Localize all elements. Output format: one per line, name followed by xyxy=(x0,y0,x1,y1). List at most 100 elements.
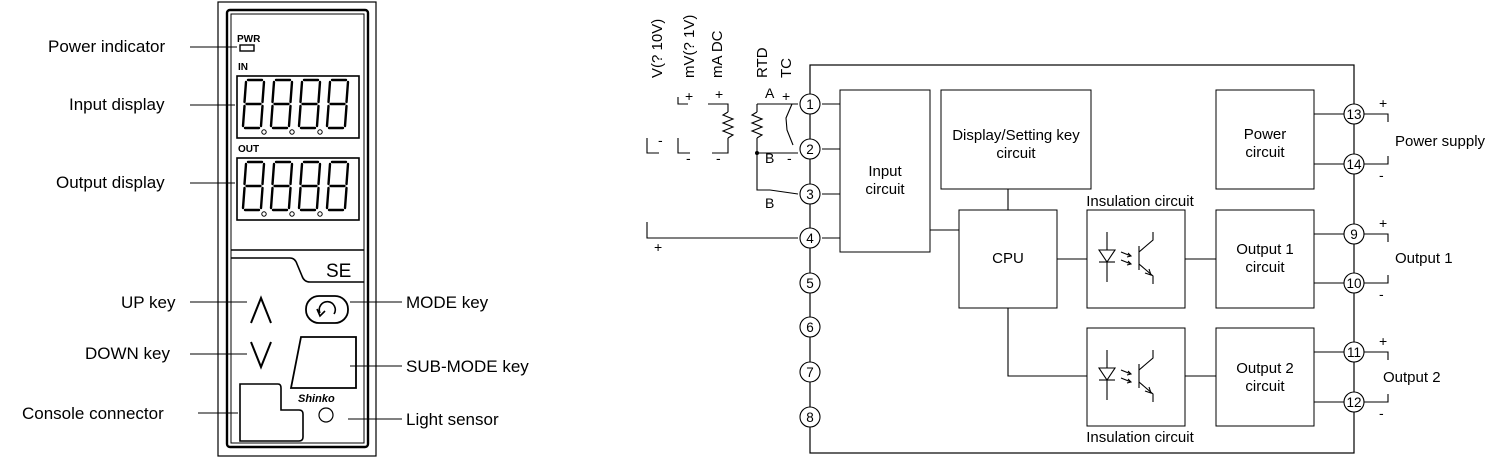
output1-plus: + xyxy=(1379,215,1387,231)
terminal-6-circle xyxy=(799,316,821,338)
opto1-transistor-emitter xyxy=(1138,263,1154,284)
light-sensor xyxy=(318,407,334,423)
input-type-milliamp: mA DC xyxy=(709,30,726,78)
terminal-5-number: 5 xyxy=(806,276,814,291)
output1-bracket xyxy=(1364,233,1389,284)
input-display-decimal-point-3 xyxy=(317,129,323,135)
voltage-minus-sign: - xyxy=(658,132,663,148)
input-circuit-block xyxy=(839,89,931,253)
terminal-to-input-lines xyxy=(822,103,840,239)
output-display-digit-2-segment-3 xyxy=(287,186,292,210)
output-display-digit-4-segment-6 xyxy=(327,162,332,186)
output-display-digit-1-segment-5 xyxy=(241,186,246,210)
input-display-digit-4-segment-5 xyxy=(325,104,330,128)
milliamp-minus-sign: - xyxy=(716,150,721,166)
insulation-label-bottom: Insulation circuit xyxy=(1086,429,1194,446)
thermocouple-plus-sign: + xyxy=(782,88,790,104)
display-circuit-line-2: circuit xyxy=(996,145,1036,162)
block-diagram: V(? 10V) mV(? 1V) mA DC RTD TC 12345678 … xyxy=(646,15,1486,454)
opto2-light-arrow-1 xyxy=(1120,369,1133,376)
output2-minus: - xyxy=(1379,405,1384,421)
terminal-2-number: 2 xyxy=(806,142,814,157)
mode-key-body[interactable] xyxy=(305,295,349,324)
output-display-digit-4-segment-3 xyxy=(343,186,348,210)
power-led xyxy=(239,44,255,52)
terminal-8-number: 8 xyxy=(806,410,814,425)
mode-key-cycle-icon xyxy=(318,300,337,315)
callout-output-display: Output display xyxy=(56,173,165,192)
input-display-digit-3-segment-2 xyxy=(317,80,322,104)
power-circuit-line-2: circuit xyxy=(1245,144,1285,161)
down-key-icon[interactable] xyxy=(250,341,272,370)
output-display-decimal-point-2 xyxy=(289,211,295,217)
output-display-digits xyxy=(241,160,350,217)
front-panel: PWR IN OUT SE Shinko Power indicator xyxy=(22,1,529,457)
milliamp-plus-sign: + xyxy=(715,86,723,102)
output1-minus: - xyxy=(1379,286,1384,302)
input-display-digit-1-segment-3 xyxy=(259,104,264,128)
insulation-label-top: Insulation circuit xyxy=(1086,193,1194,210)
callout-down-key: DOWN key xyxy=(85,344,171,363)
input-display-digit-2-segment-6 xyxy=(271,80,276,104)
input-display-digit-4-segment-3 xyxy=(343,104,348,128)
sub-mode-key[interactable] xyxy=(289,336,357,389)
opto1-emitter-arrow xyxy=(1144,268,1152,276)
millivolt-plus-sign: + xyxy=(685,88,693,104)
terminal-6-number: 6 xyxy=(806,320,814,335)
terminal-1-number: 1 xyxy=(806,97,814,112)
input-display-digits xyxy=(241,78,350,135)
rtd-sensor-resistor xyxy=(750,111,764,139)
output-display-decimal-point-3 xyxy=(317,211,323,217)
brand-logo: Shinko xyxy=(298,393,335,405)
console-connector[interactable] xyxy=(239,383,304,442)
input-display-digit-2-segment-5 xyxy=(269,104,274,128)
opto1-led-triangle xyxy=(1097,249,1117,263)
in-label: IN xyxy=(238,62,248,73)
cpu-to-opto2-line xyxy=(1007,308,1087,377)
opto1-light-arrow-2 xyxy=(1120,259,1133,266)
rtd-terminal-b2: B xyxy=(765,195,774,211)
terminal-5-circle xyxy=(799,272,821,294)
thermocouple-junction xyxy=(785,103,794,146)
millivolt-wire-plus xyxy=(677,97,688,105)
output-terminal-lines xyxy=(1314,113,1345,403)
rtd-line-to-terminal-3 xyxy=(769,189,799,195)
opto-isolator-2 xyxy=(1086,327,1186,427)
opto2-emitter-arrow xyxy=(1144,386,1152,394)
mode-key[interactable] xyxy=(305,295,349,324)
output2-label: Output 2 xyxy=(1383,369,1441,386)
output2-circuit-line-1: Output 2 xyxy=(1236,360,1294,377)
input-display-digit-2-segment-2 xyxy=(289,80,294,104)
milliamp-wire-plus xyxy=(708,103,729,112)
output-display-digit-4-segment-5 xyxy=(325,186,330,210)
terminal-1-circle xyxy=(799,93,821,115)
terminal-4-circle xyxy=(799,227,821,249)
input-display-digit-4-segment-6 xyxy=(327,80,332,104)
output-display-digit-3-segment-3 xyxy=(315,186,320,210)
input-display-digit-1-segment-5 xyxy=(241,104,246,128)
pwr-label: PWR xyxy=(237,34,261,45)
rtd-terminal-b1: B xyxy=(765,150,774,166)
opto2-light-arrow-2 xyxy=(1120,377,1133,384)
rtd-terminal-a: A xyxy=(765,85,775,101)
terminal-4-number: 4 xyxy=(806,231,814,246)
terminal-10-number: 10 xyxy=(1346,276,1361,291)
power-supply-bracket xyxy=(1364,113,1389,165)
output-display-digit-2-segment-6 xyxy=(271,162,276,186)
output-display-digit-1-segment-3 xyxy=(259,186,264,210)
output2-circuit-block xyxy=(1215,327,1315,427)
up-key-icon[interactable] xyxy=(250,295,272,324)
rtd-line-b2 xyxy=(756,138,770,191)
terminal-13-number: 13 xyxy=(1346,107,1361,122)
input-display-decimal-point-1 xyxy=(261,129,267,135)
display-setting-key-block xyxy=(940,89,1092,190)
input-display-digit-1-segment-6 xyxy=(243,80,248,104)
terminal-7-number: 7 xyxy=(806,365,814,380)
input-display-digit-3-segment-3 xyxy=(315,104,320,128)
terminal-8-circle xyxy=(799,406,821,428)
opto2-led-triangle xyxy=(1097,367,1117,381)
power-supply-plus: + xyxy=(1379,95,1387,111)
